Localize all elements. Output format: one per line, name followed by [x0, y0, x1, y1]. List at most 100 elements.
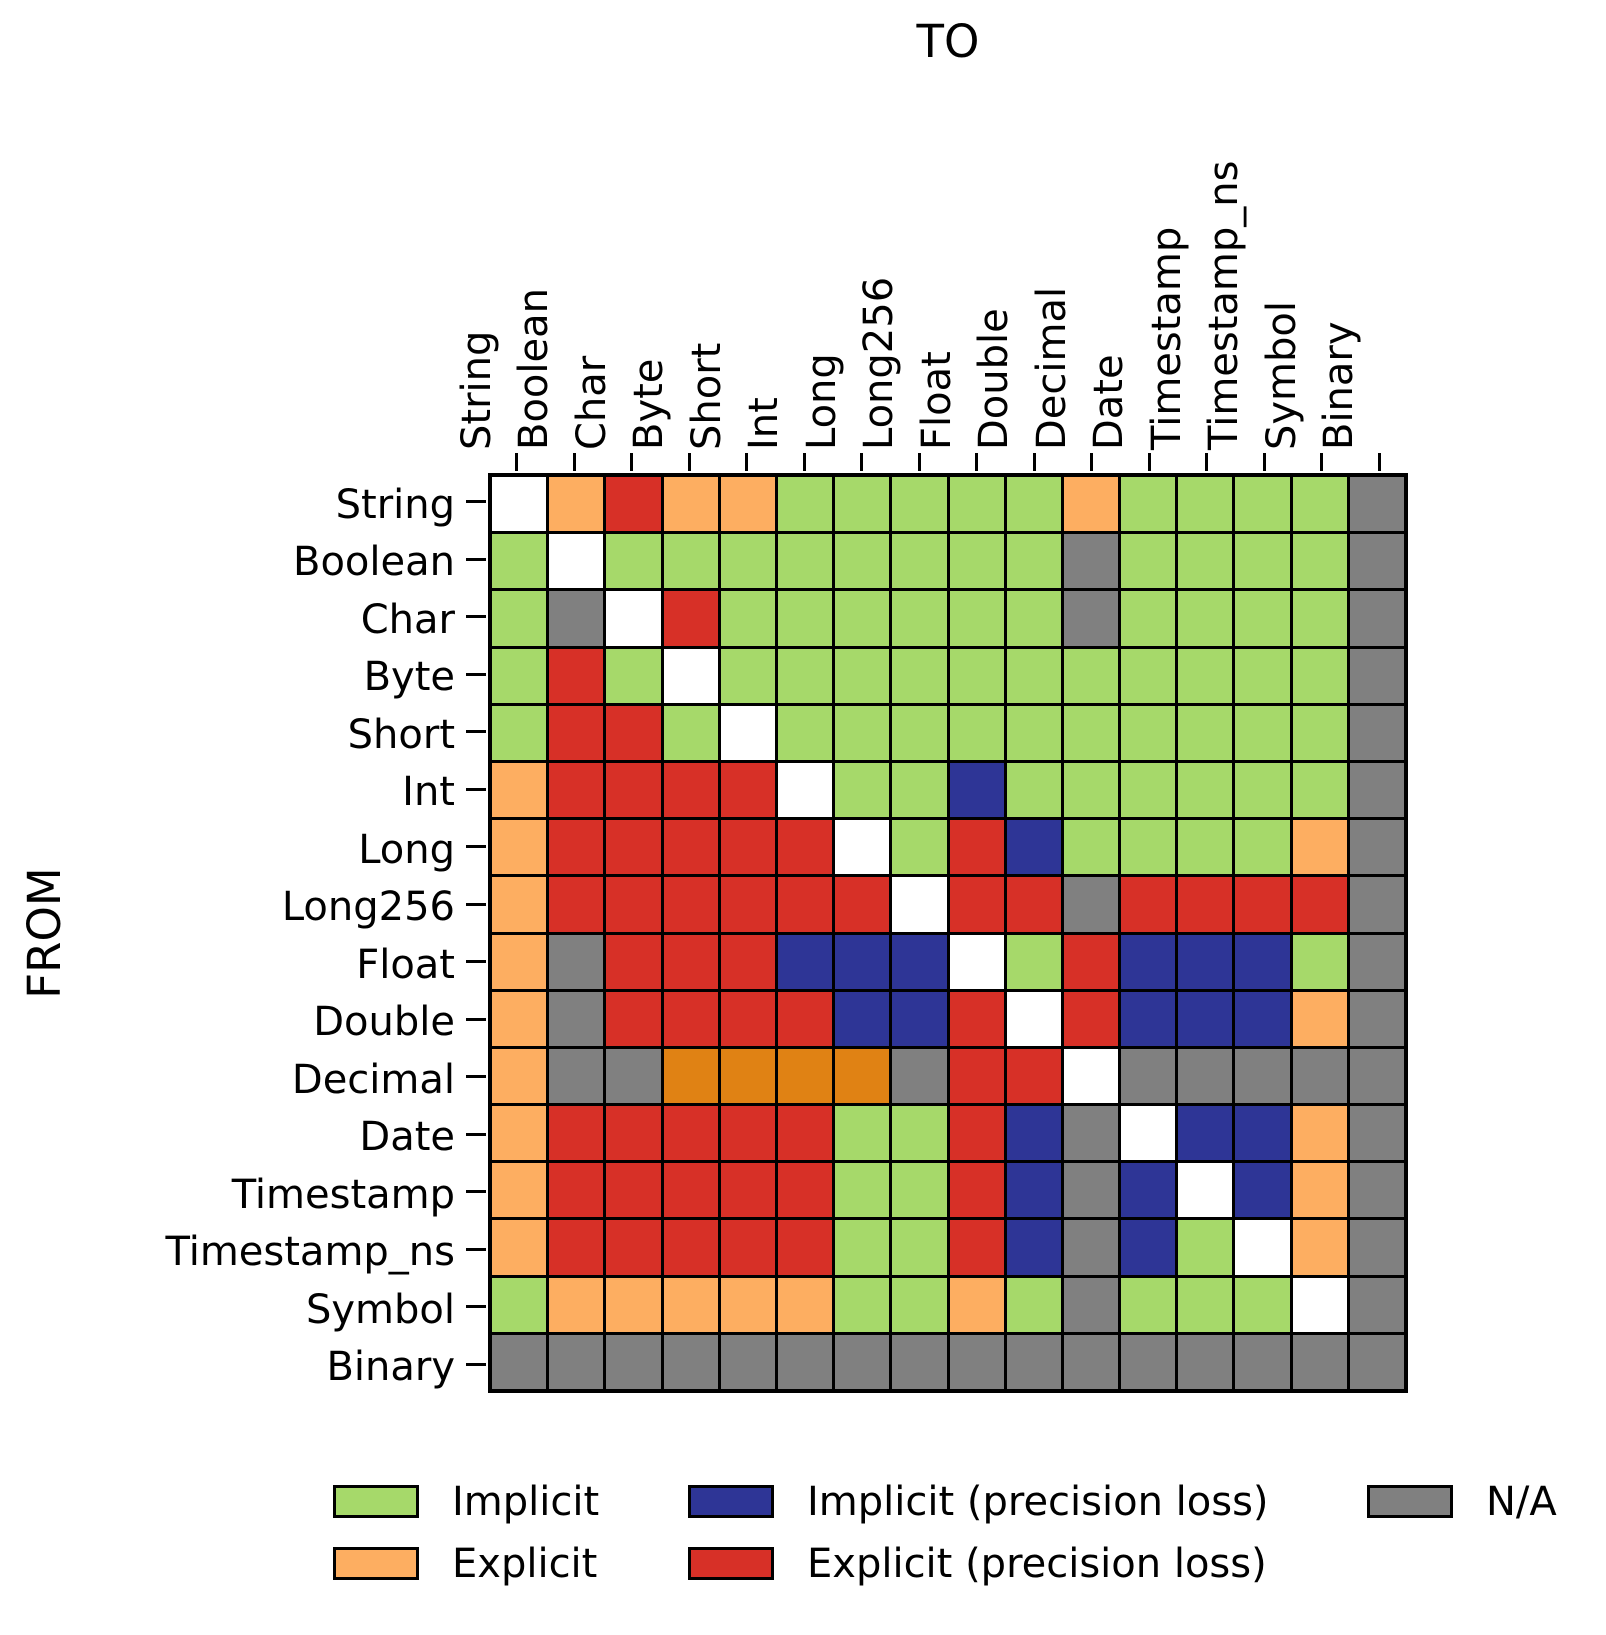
matrix-cell: [549, 477, 604, 532]
matrix-cell: [1235, 820, 1290, 875]
row-label-long: Long: [358, 826, 455, 873]
matrix-cell: [492, 1220, 547, 1275]
matrix-cell: [1292, 1106, 1347, 1161]
matrix-cell: [1121, 877, 1176, 932]
matrix-cell: [1121, 820, 1176, 875]
matrix-cell: [1006, 534, 1061, 589]
matrix-cell: [1178, 1334, 1233, 1389]
matrix-cell: [835, 648, 890, 703]
matrix-cell: [606, 1334, 661, 1389]
row-label-boolean: Boolean: [293, 539, 455, 586]
matrix-cell: [777, 820, 833, 875]
matrix-cell: [1121, 1106, 1176, 1161]
matrix-cell: [949, 591, 1004, 646]
matrix-cell: [1006, 934, 1061, 989]
y-tick: [466, 1190, 486, 1194]
matrix-cell: [492, 705, 547, 760]
matrix-cell: [892, 648, 947, 703]
matrix-cell: [1063, 762, 1119, 818]
matrix-cell: [492, 1277, 547, 1332]
matrix-cell: [1121, 705, 1176, 760]
matrix-cell: [1178, 591, 1233, 646]
matrix-cell: [720, 1163, 775, 1218]
matrix-cell: [777, 534, 833, 589]
matrix-cell: [549, 762, 604, 818]
matrix-cell: [835, 991, 890, 1046]
matrix-cell: [1006, 477, 1061, 532]
matrix-cell: [1235, 1163, 1290, 1218]
matrix-cell: [777, 1334, 833, 1389]
matrix-cell: [1006, 1163, 1061, 1218]
matrix-cell: [663, 648, 718, 703]
matrix-cell: [720, 648, 775, 703]
col-label-string: String: [453, 330, 500, 450]
row-label-double: Double: [313, 999, 455, 1046]
matrix-cell: [1063, 991, 1119, 1046]
matrix-cell: [1178, 1277, 1233, 1332]
matrix-cell: [1006, 1106, 1061, 1161]
col-label-boolean: Boolean: [511, 288, 558, 450]
matrix-cell: [1349, 991, 1404, 1046]
legend-swatch-explicit: [333, 1547, 419, 1580]
matrix-cell: [1235, 1334, 1290, 1389]
matrix-cell: [1292, 534, 1347, 589]
col-label-long256: Long256: [856, 276, 903, 450]
matrix-cell: [720, 1106, 775, 1161]
matrix-cell: [1063, 591, 1119, 646]
matrix-cell: [777, 591, 833, 646]
matrix-cell: [492, 934, 547, 989]
matrix-cell: [1349, 1220, 1404, 1275]
matrix-cell: [663, 1277, 718, 1332]
matrix-cell: [606, 1277, 661, 1332]
x-tick: [975, 453, 979, 471]
matrix-cell: [777, 705, 833, 760]
matrix-cell: [892, 934, 947, 989]
matrix-cell: [1063, 705, 1119, 760]
matrix-cell: [1006, 1220, 1061, 1275]
matrix-cell: [949, 1048, 1004, 1104]
y-tick: [466, 1247, 486, 1251]
matrix-cell: [1292, 762, 1347, 818]
matrix-cell: [1006, 820, 1061, 875]
matrix-cell: [777, 1277, 833, 1332]
matrix-cell: [1178, 1163, 1233, 1218]
matrix-cell: [835, 934, 890, 989]
x-tick: [1090, 453, 1094, 471]
matrix-cell: [892, 1220, 947, 1275]
matrix-cell: [892, 1048, 947, 1104]
matrix-cell: [549, 1106, 604, 1161]
matrix-cell: [1006, 991, 1061, 1046]
row-label-char: Char: [360, 596, 455, 643]
matrix-cell: [1006, 1048, 1061, 1104]
matrix-cell: [949, 1163, 1004, 1218]
matrix-cell: [892, 877, 947, 932]
matrix-cell: [1349, 934, 1404, 989]
matrix-cell: [1121, 762, 1176, 818]
matrix-cell: [949, 477, 1004, 532]
col-label-short: Short: [683, 342, 730, 450]
matrix-cell: [720, 820, 775, 875]
matrix-cell: [492, 1334, 547, 1389]
matrix-cell: [1349, 762, 1404, 818]
matrix-cell: [663, 534, 718, 589]
x-tick: [1147, 453, 1151, 471]
matrix-cell: [606, 534, 661, 589]
matrix-cell: [835, 1334, 890, 1389]
matrix-cell: [1063, 1163, 1119, 1218]
matrix-cell: [492, 1106, 547, 1161]
row-label-byte: Byte: [363, 654, 455, 701]
matrix-cell: [1235, 1106, 1290, 1161]
y-tick: [466, 730, 486, 734]
matrix-cell: [1178, 1048, 1233, 1104]
matrix-cell: [549, 705, 604, 760]
matrix-cell: [549, 1163, 604, 1218]
matrix-cell: [720, 1048, 775, 1104]
legend-swatch-explicit-precision-loss: [688, 1547, 774, 1580]
matrix-cell: [892, 1277, 947, 1332]
matrix-cell: [835, 705, 890, 760]
matrix-cell: [1235, 591, 1290, 646]
matrix-cell: [1292, 1277, 1347, 1332]
matrix-cell: [1292, 820, 1347, 875]
matrix-cell: [949, 877, 1004, 932]
matrix-cell: [606, 705, 661, 760]
